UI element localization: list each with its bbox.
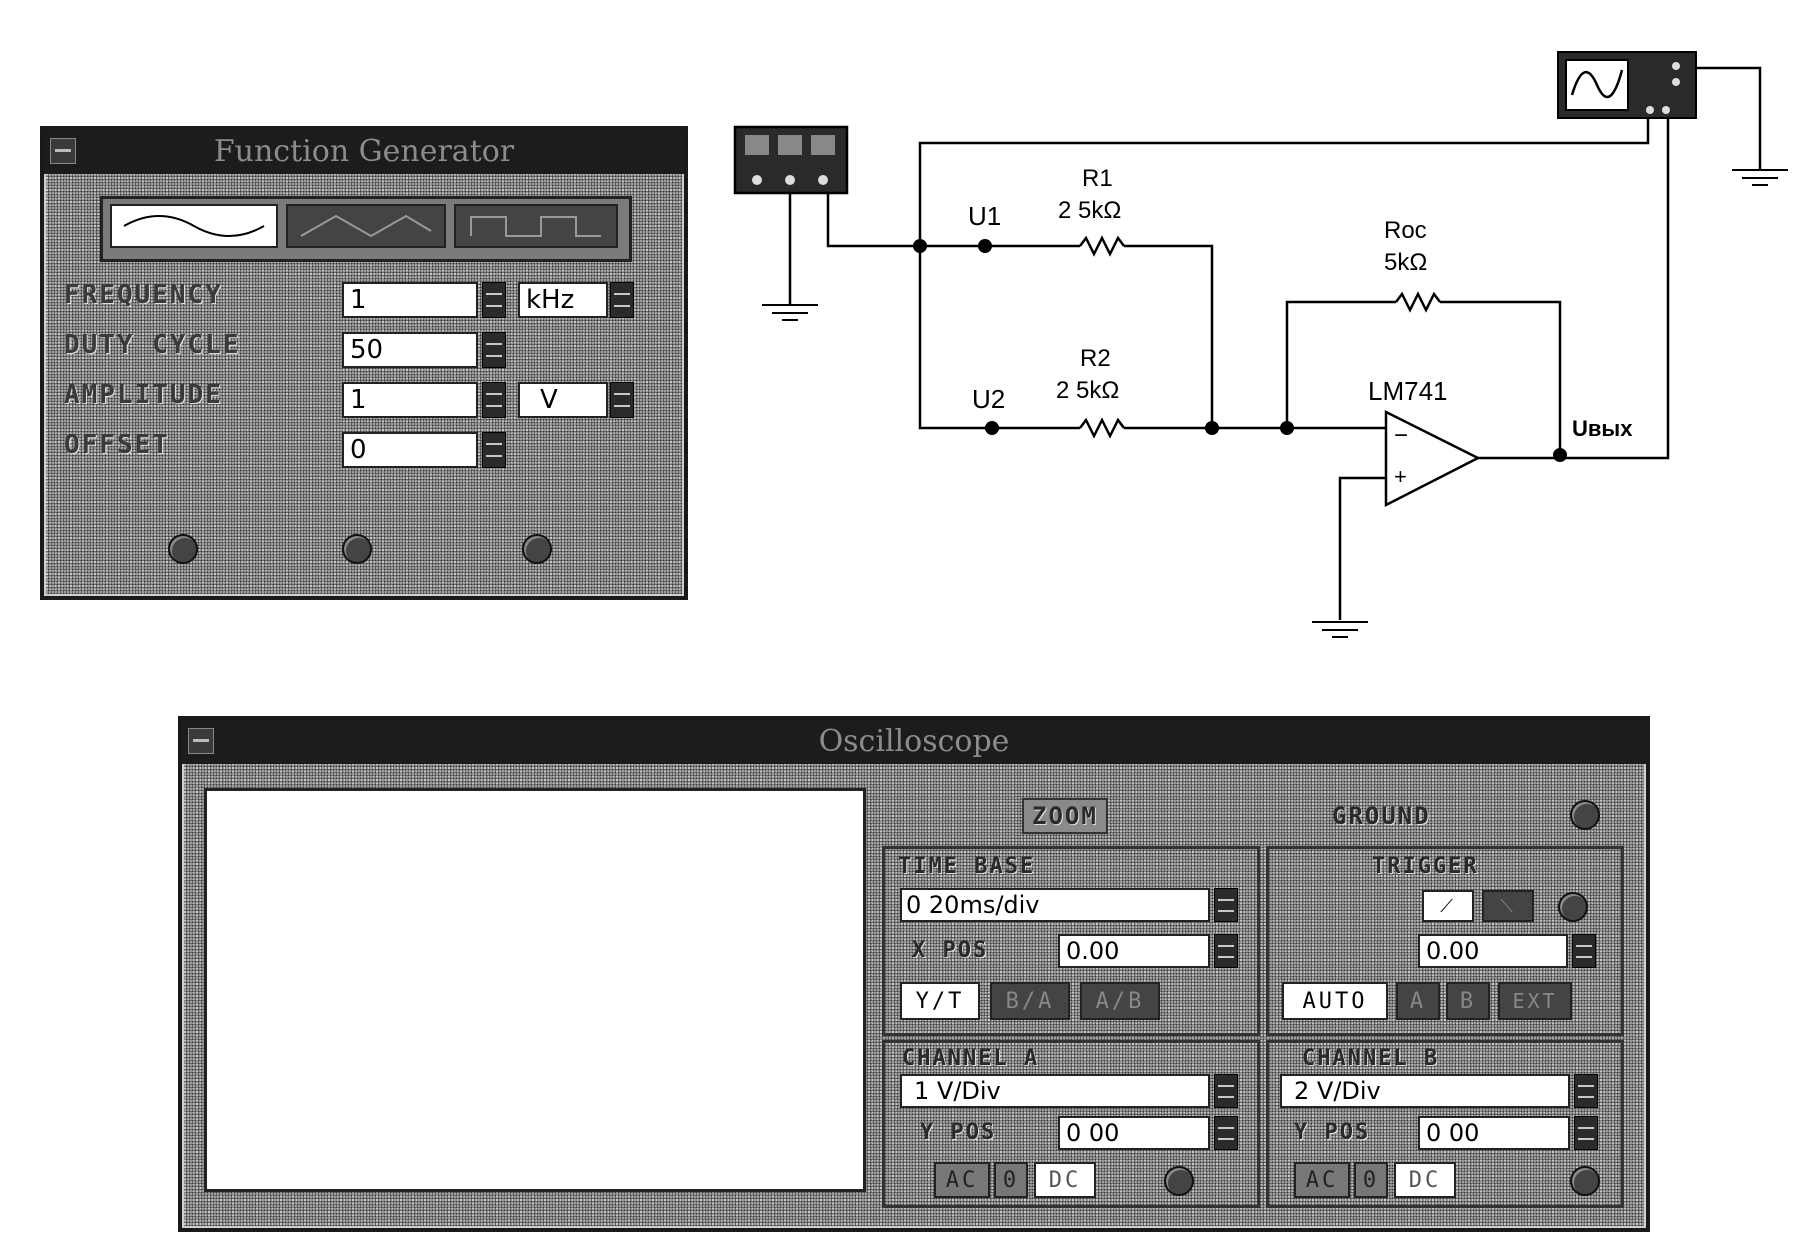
trigger-b-button[interactable]: B <box>1446 982 1490 1020</box>
channel-a-volts-stepper[interactable] <box>1214 1074 1238 1108</box>
frequency-unit-select[interactable]: kHz <box>518 282 608 318</box>
zoom-button[interactable]: ZOOM <box>1022 798 1108 834</box>
scope-screen <box>204 788 866 1192</box>
time-base-label: TIME BASE <box>898 854 1036 879</box>
trigger-falling-edge-button[interactable]: ⟍ <box>1482 890 1534 922</box>
triangle-wave-icon <box>300 214 432 238</box>
mode-ba-button[interactable]: B/A <box>990 982 1070 1020</box>
trigger-level-stepper[interactable] <box>1572 934 1596 968</box>
channel-a-terminal[interactable] <box>1164 1166 1194 1196</box>
channel-b-label: CHANNEL B <box>1302 1046 1440 1071</box>
square-wave-icon <box>470 216 601 237</box>
roc-name-label: Roc <box>1384 217 1427 244</box>
function-generator-title: Function Generator <box>213 134 515 169</box>
trigger-rising-edge-button[interactable]: ⟋ <box>1422 890 1474 922</box>
channel-a-label: CHANNEL A <box>902 1046 1040 1071</box>
common-terminal[interactable] <box>342 534 372 564</box>
amplitude-unit-stepper[interactable] <box>610 382 634 418</box>
square-wave-button[interactable] <box>454 204 618 248</box>
system-menu-icon[interactable] <box>188 728 214 754</box>
channel-b-y-pos-stepper[interactable] <box>1574 1116 1598 1150</box>
mode-yt-button[interactable]: Y/T <box>900 982 980 1020</box>
time-base-stepper[interactable] <box>1214 888 1238 922</box>
offset-stepper[interactable] <box>482 432 506 468</box>
channel-a-y-pos-field[interactable]: 0 00 <box>1058 1116 1210 1150</box>
trigger-auto-button[interactable]: AUTO <box>1282 982 1388 1020</box>
frequency-stepper[interactable] <box>482 282 506 318</box>
oscilloscope-window: Oscilloscope ZOOM GROUND TIME BASE 0 20m… <box>178 716 1650 1232</box>
trigger-label: TRIGGER <box>1372 854 1479 879</box>
circuit-schematic: U1 U2 R1 2 5kΩ R2 2 5kΩ Roc 5kΩ LM741 − … <box>733 51 1788 638</box>
offset-label: OFFSET <box>64 430 170 460</box>
channel-a-volts-field[interactable]: 1 V/Div <box>900 1074 1210 1108</box>
opamp-label: LM741 <box>1368 376 1448 406</box>
channel-b-y-pos-label: Y POS <box>1294 1120 1371 1145</box>
channel-b-dc-button[interactable]: DC <box>1394 1162 1456 1198</box>
r2-name-label: R2 <box>1080 345 1111 372</box>
r1-value-label: 2 5kΩ <box>1058 197 1121 224</box>
x-pos-label: X POS <box>912 938 989 963</box>
negative-terminal[interactable] <box>168 534 198 564</box>
duty-cycle-stepper[interactable] <box>482 332 506 368</box>
frequency-field[interactable]: 1 <box>342 282 478 318</box>
amplitude-unit-select[interactable]: V <box>518 382 608 418</box>
channel-a-y-pos-stepper[interactable] <box>1214 1116 1238 1150</box>
trigger-ext-terminal[interactable] <box>1558 892 1588 922</box>
ground-terminal[interactable] <box>1570 800 1600 830</box>
x-pos-stepper[interactable] <box>1214 934 1238 968</box>
duty-cycle-label: DUTY CYCLE <box>64 330 241 360</box>
channel-b-ac-button[interactable]: AC <box>1294 1162 1350 1198</box>
channel-b-zero-button[interactable]: 0 <box>1354 1162 1388 1198</box>
channel-a-panel <box>882 1040 1260 1208</box>
system-menu-icon[interactable] <box>50 138 76 164</box>
channel-a-dc-button[interactable]: DC <box>1034 1162 1096 1198</box>
channel-b-volts-field[interactable]: 2 V/Div <box>1280 1074 1570 1108</box>
frequency-unit-stepper[interactable] <box>610 282 634 318</box>
channel-a-y-pos-label: Y POS <box>920 1120 997 1145</box>
time-base-panel <box>882 846 1260 1036</box>
channel-b-volts-stepper[interactable] <box>1574 1074 1598 1108</box>
amplitude-label: AMPLITUDE <box>64 380 223 410</box>
mode-ab-button[interactable]: A/B <box>1080 982 1160 1020</box>
ground-label: GROUND <box>1332 802 1431 830</box>
amplitude-stepper[interactable] <box>482 382 506 418</box>
duty-cycle-field[interactable]: 50 <box>342 332 478 368</box>
r1-name-label: R1 <box>1082 165 1113 192</box>
positive-terminal[interactable] <box>522 534 552 564</box>
sine-wave-icon <box>123 215 265 237</box>
output-label: Uвых <box>1572 416 1633 441</box>
r2-value-label: 2 5kΩ <box>1056 377 1119 404</box>
scope-sine-icon <box>1570 69 1624 99</box>
amplitude-field[interactable]: 1 <box>342 382 478 418</box>
frequency-label: FREQUENCY <box>64 280 223 310</box>
node-u2-label: U2 <box>972 384 1005 414</box>
sine-wave-button[interactable] <box>110 204 278 248</box>
function-generator-titlebar[interactable]: Function Generator <box>44 130 684 174</box>
x-pos-field[interactable]: 0.00 <box>1058 934 1210 968</box>
time-base-field[interactable]: 0 20ms/div <box>900 888 1210 922</box>
node-u1-label: U1 <box>968 201 1001 231</box>
roc-value-label: 5kΩ <box>1384 249 1427 276</box>
function-generator-window: Function Generator FREQUENCY DUTY CYCLE … <box>40 126 688 600</box>
oscilloscope-title: Oscilloscope <box>818 724 1010 759</box>
trigger-a-button[interactable]: A <box>1396 982 1440 1020</box>
offset-field[interactable]: 0 <box>342 432 478 468</box>
trigger-ext-button[interactable]: EXT <box>1498 982 1572 1020</box>
channel-b-y-pos-field[interactable]: 0 00 <box>1418 1116 1570 1150</box>
channel-a-zero-button[interactable]: 0 <box>994 1162 1028 1198</box>
channel-b-terminal[interactable] <box>1570 1166 1600 1196</box>
trigger-panel <box>1266 846 1624 1036</box>
channel-a-ac-button[interactable]: AC <box>934 1162 990 1198</box>
channel-b-panel <box>1266 1040 1624 1208</box>
triangle-wave-button[interactable] <box>286 204 446 248</box>
opamp-plus-label: + <box>1394 464 1407 489</box>
oscilloscope-titlebar[interactable]: Oscilloscope <box>182 720 1646 764</box>
trigger-level-field[interactable]: 0.00 <box>1418 934 1568 968</box>
opamp-minus-label: − <box>1394 422 1408 449</box>
